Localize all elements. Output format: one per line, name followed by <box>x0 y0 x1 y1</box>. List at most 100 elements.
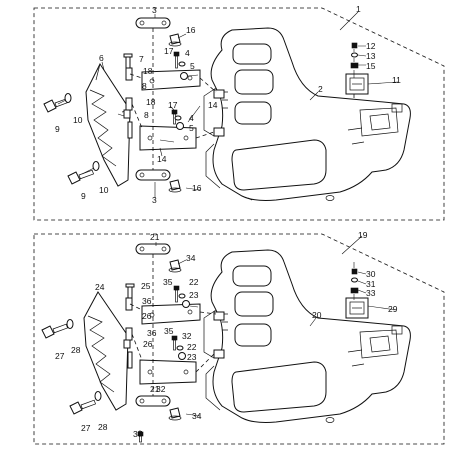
link-plate-3-bottom <box>135 169 171 181</box>
screw-37 <box>137 431 144 443</box>
callout-25: 25 <box>141 281 151 291</box>
callout-6: 6 <box>99 53 104 63</box>
callout-26-upper: 26 <box>142 311 152 321</box>
callout-14-upper: 14 <box>208 100 218 110</box>
body-panel-20 <box>203 249 411 423</box>
callout-17-lower: 17 <box>168 100 178 110</box>
bushing-5-lower <box>176 122 184 130</box>
callout-19: 19 <box>358 230 368 240</box>
hardware-30-31-33 <box>350 262 359 300</box>
bottom-assembly-frame <box>33 233 445 445</box>
callout-34-top: 34 <box>186 253 196 263</box>
callout-12: 12 <box>366 41 376 51</box>
callout-22-upper: 22 <box>189 277 199 287</box>
bushing-23-upper <box>182 300 190 308</box>
washer-10-upper <box>64 93 72 103</box>
emblem-29 <box>345 297 369 319</box>
callout-3-top: 3 <box>152 5 157 15</box>
callout-11: 11 <box>392 75 401 85</box>
washer-22-lower <box>176 345 184 351</box>
side-bracket-6 <box>85 62 131 187</box>
washer-28-lower <box>94 391 102 401</box>
hardware-12-13-15 <box>350 42 359 78</box>
flange-nut-34-bottom <box>168 407 182 421</box>
stud-7-lower <box>127 121 133 139</box>
callout-32-upper: 32 <box>182 331 192 341</box>
bolt-27-lower <box>69 399 96 415</box>
callout-17-upper: 17 <box>164 46 174 56</box>
callout-36-lower: 36 <box>147 328 157 338</box>
link-plate-3-top <box>135 17 171 29</box>
callout-32-lower: 32 <box>156 384 166 394</box>
emblem-11 <box>345 73 369 95</box>
top-assembly-frame <box>33 7 445 221</box>
body-panel-2 <box>203 27 411 201</box>
callout-28-upper: 28 <box>71 345 81 355</box>
callout-3-bottom: 3 <box>152 195 157 205</box>
callout-4-lower: 4 <box>189 113 194 123</box>
callout-9-upper: 9 <box>55 124 60 134</box>
callout-37: 37 <box>133 429 143 439</box>
callout-8-upper: 8 <box>142 81 147 91</box>
callout-1: 1 <box>356 4 361 14</box>
sleeve-36-lower <box>125 327 133 341</box>
washer-4-upper <box>178 61 186 67</box>
callout-8-lower: 8 <box>144 110 149 120</box>
callout-26-lower: 26 <box>143 339 153 349</box>
washer-10-lower <box>92 161 100 171</box>
callout-27-upper: 27 <box>55 351 65 361</box>
callout-10-lower: 10 <box>99 185 109 195</box>
callout-14-lower: 14 <box>157 154 167 164</box>
bushing-23-lower <box>178 352 186 360</box>
callout-13: 13 <box>366 51 376 61</box>
callout-20: 20 <box>312 310 322 320</box>
grommet-lower <box>213 127 225 137</box>
callout-4-upper: 4 <box>185 48 190 58</box>
bushing-5-upper <box>180 72 188 80</box>
callout-5-upper: 5 <box>190 61 195 71</box>
callout-22-lower: 22 <box>187 342 197 352</box>
callout-31: 31 <box>366 279 376 289</box>
callout-18-upper: 18 <box>143 66 153 76</box>
washer-4-lower <box>174 115 182 121</box>
callout-5-lower: 5 <box>189 123 194 133</box>
clip-8 <box>123 109 131 119</box>
callout-34-bottom: 34 <box>192 411 202 421</box>
grommet-upper <box>213 89 225 99</box>
callout-27-lower: 27 <box>81 423 91 433</box>
screw-17-upper <box>173 51 180 69</box>
callout-35-lower: 35 <box>164 326 174 336</box>
callout-15: 15 <box>366 61 376 71</box>
callout-24: 24 <box>95 282 105 292</box>
top-assembly: 1 2 3 3 4 4 5 5 6 7 8 8 9 9 10 10 11 12 … <box>33 4 445 221</box>
grommet-upper-b <box>213 311 225 321</box>
flange-nut-34-top <box>168 259 182 273</box>
washer-22-upper <box>178 293 186 299</box>
clip-26 <box>123 339 131 349</box>
callout-21-bottom: 21 <box>150 384 160 394</box>
callout-16-bottom: 16 <box>192 183 202 193</box>
callout-35-upper: 35 <box>163 277 173 287</box>
callout-7: 7 <box>139 54 144 64</box>
callout-10-upper: 10 <box>73 115 83 125</box>
bracket-32-lower <box>139 359 197 385</box>
callout-28-lower: 28 <box>98 422 108 432</box>
link-plate-21-top <box>135 243 171 255</box>
bolt-27-upper <box>41 323 68 339</box>
sleeve-18-upper <box>125 67 133 81</box>
side-bracket-24 <box>83 291 129 411</box>
callout-21-top: 21 <box>150 232 160 242</box>
callout-23-upper: 23 <box>189 290 199 300</box>
bolt-9-lower <box>67 169 94 185</box>
stud-25-lower <box>127 351 133 369</box>
callout-23-lower: 23 <box>187 352 197 362</box>
callout-30: 30 <box>366 269 376 279</box>
callout-9-lower: 9 <box>81 191 86 201</box>
callout-33: 33 <box>366 288 376 298</box>
sleeve-36-upper <box>125 297 133 311</box>
flange-nut-16-bottom <box>168 179 182 193</box>
sleeve-18-lower <box>125 97 133 111</box>
flange-nut-16-top <box>168 33 182 47</box>
callout-29: 29 <box>388 304 398 314</box>
callout-18-lower: 18 <box>146 97 156 107</box>
